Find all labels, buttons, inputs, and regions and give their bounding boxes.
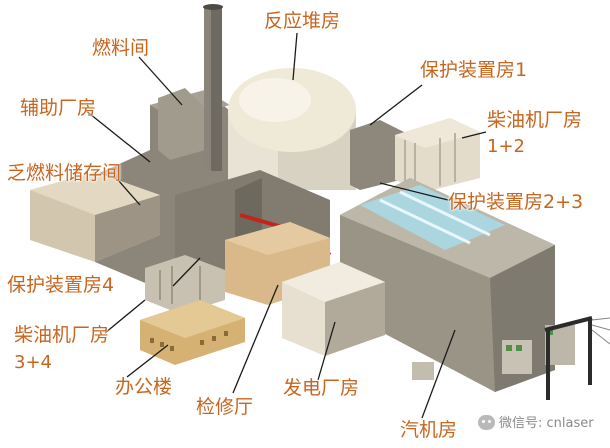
label-diesel-building-12: 柴油机厂房: [487, 109, 583, 131]
label-protection-building-23: 保护装置房2+3: [448, 191, 584, 213]
label-auxiliary-building: 辅助厂房: [20, 97, 97, 119]
label-diesel-building-34-number: 3+4: [14, 352, 52, 373]
label-diesel-building-12-number: 1+2: [487, 136, 525, 157]
fuel-building-shape: [158, 88, 205, 160]
label-diesel-building-34: 柴油机厂房: [14, 324, 110, 346]
wechat-icon: [478, 415, 495, 430]
label-protection-building-1: 保护装置房1: [420, 59, 528, 81]
label-generator-building: 发电厂房: [283, 377, 360, 399]
label-turbine-building: 汽机房: [400, 419, 458, 441]
transmission-frame-shape: [544, 316, 593, 400]
label-protection-building-4: 保护装置房4: [7, 274, 115, 296]
label-reactor-building: 反应堆房: [264, 10, 341, 32]
protection-building-4-shape: [145, 255, 225, 314]
label-office-building: 办公楼: [115, 376, 173, 398]
watermark: 微信号: cnlaser: [478, 412, 594, 431]
watermark-text: 微信号: cnlaser: [499, 416, 594, 431]
label-spent-fuel-storage: 乏燃料储存间: [7, 162, 122, 184]
label-maintenance-hall: 检修厅: [196, 396, 254, 418]
label-fuel-building: 燃料间: [92, 37, 150, 59]
leader-lines: [84, 32, 487, 419]
